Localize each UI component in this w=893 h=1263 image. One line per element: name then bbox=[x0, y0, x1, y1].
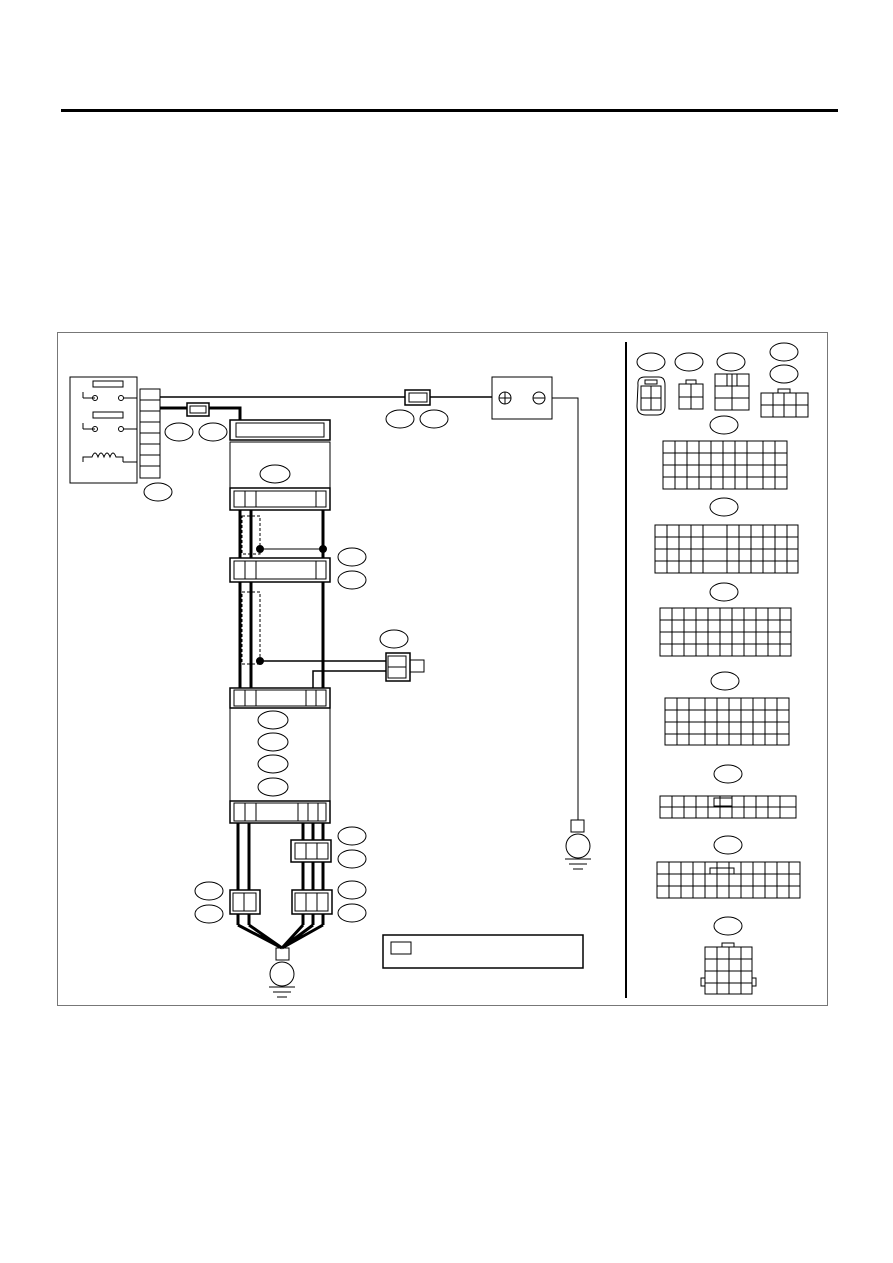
callout-bubble bbox=[385, 409, 415, 429]
connector bbox=[229, 557, 331, 583]
callout-bubble bbox=[194, 881, 224, 901]
ground-icon bbox=[269, 947, 295, 998]
callout-bubble bbox=[257, 777, 289, 797]
callout-bubble bbox=[337, 570, 367, 590]
connector bbox=[229, 487, 331, 511]
connector bbox=[229, 889, 261, 915]
shield bbox=[241, 515, 261, 555]
wire bbox=[209, 406, 242, 420]
callout-bubble bbox=[419, 409, 449, 429]
header-rule bbox=[61, 109, 838, 112]
connector bbox=[229, 419, 331, 441]
callout-bubble bbox=[259, 464, 291, 484]
connector bbox=[290, 839, 332, 863]
diagram-frame bbox=[57, 332, 828, 1006]
connector-pinout-icon bbox=[636, 342, 809, 995]
battery-icon bbox=[491, 376, 553, 420]
callout-bubble bbox=[198, 422, 228, 442]
wire bbox=[552, 397, 579, 820]
callout-bubble bbox=[337, 880, 367, 900]
callout-bubble bbox=[337, 826, 367, 846]
callout-bubble bbox=[337, 849, 367, 869]
callout-bubble bbox=[379, 629, 409, 649]
ground-icon bbox=[565, 819, 591, 870]
callout-bubble bbox=[164, 422, 194, 442]
callout-bubble bbox=[337, 903, 367, 923]
legend-box bbox=[382, 934, 584, 969]
callout-bubble bbox=[194, 904, 224, 924]
callout-bubble bbox=[143, 482, 173, 502]
callout-bubble bbox=[257, 732, 289, 752]
callout-bubble bbox=[257, 754, 289, 774]
connector bbox=[229, 800, 331, 824]
connector bbox=[291, 889, 333, 915]
relay-icon bbox=[69, 376, 161, 484]
legend-swatch bbox=[390, 941, 412, 955]
callout-bubble bbox=[257, 710, 289, 730]
callout-bubble bbox=[337, 547, 367, 567]
control-unit bbox=[229, 707, 331, 802]
